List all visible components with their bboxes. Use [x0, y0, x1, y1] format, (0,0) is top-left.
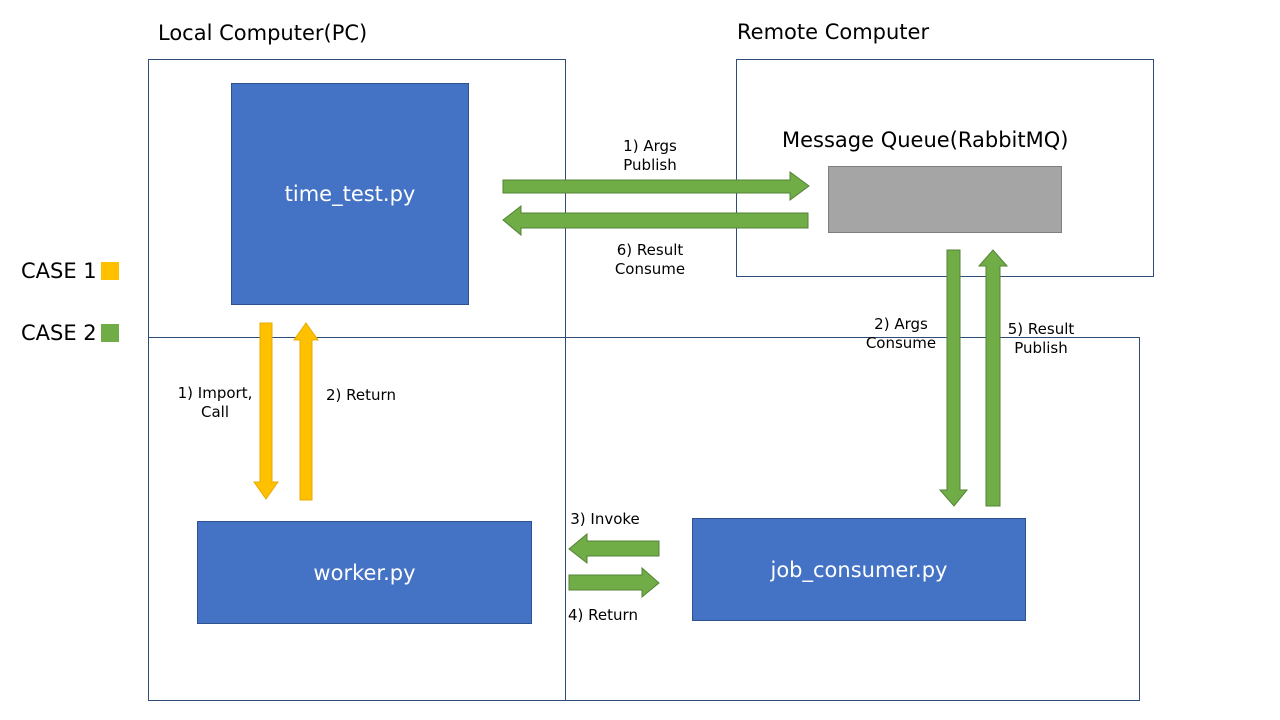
arrow-args-publish: [502, 171, 810, 201]
arrow-result-consume: [502, 204, 809, 237]
legend-case-1-swatch: [100, 262, 119, 280]
label-args-consume: 2) Args Consume: [865, 315, 937, 352]
label-invoke: 3) Invoke: [570, 510, 640, 528]
label-result-consume: 6) Result Consume: [614, 241, 686, 278]
time-test-box: time_test.py: [231, 83, 469, 305]
label-return-2: 2) Return: [326, 386, 396, 404]
legend-case-2-label: CASE 2: [21, 321, 97, 345]
arrow-return-2: [293, 322, 319, 501]
worker-region-frame: [148, 337, 1140, 701]
label-args-publish: 1) Args Publish: [623, 137, 677, 174]
legend-case-1-label: CASE 1: [21, 259, 97, 283]
label-import-call: 1) Import, Call: [177, 384, 253, 421]
job-consumer-box: job_consumer.py: [692, 518, 1026, 621]
worker-box: worker.py: [197, 521, 532, 624]
local-computer-title: Local Computer(PC): [158, 21, 368, 45]
arrow-return-4: [568, 566, 660, 599]
arrow-invoke: [568, 532, 660, 565]
arrow-args-consume: [938, 249, 969, 507]
legend-case-2: CASE 2: [21, 321, 119, 345]
message-queue-title: Message Queue(RabbitMQ): [782, 128, 1069, 152]
time-test-label: time_test.py: [284, 182, 416, 206]
label-result-publish: 5) Result Publish: [1007, 320, 1075, 357]
arrow-import-call: [253, 322, 279, 500]
legend-case-1: CASE 1: [21, 259, 119, 283]
arrow-result-publish: [977, 249, 1009, 507]
remote-computer-title: Remote Computer: [737, 20, 930, 44]
worker-label: worker.py: [313, 560, 416, 585]
legend-case-2-swatch: [100, 324, 119, 342]
job-consumer-label: job_consumer.py: [770, 557, 948, 582]
message-queue-box: [828, 166, 1062, 233]
label-return-4: 4) Return: [568, 606, 638, 624]
